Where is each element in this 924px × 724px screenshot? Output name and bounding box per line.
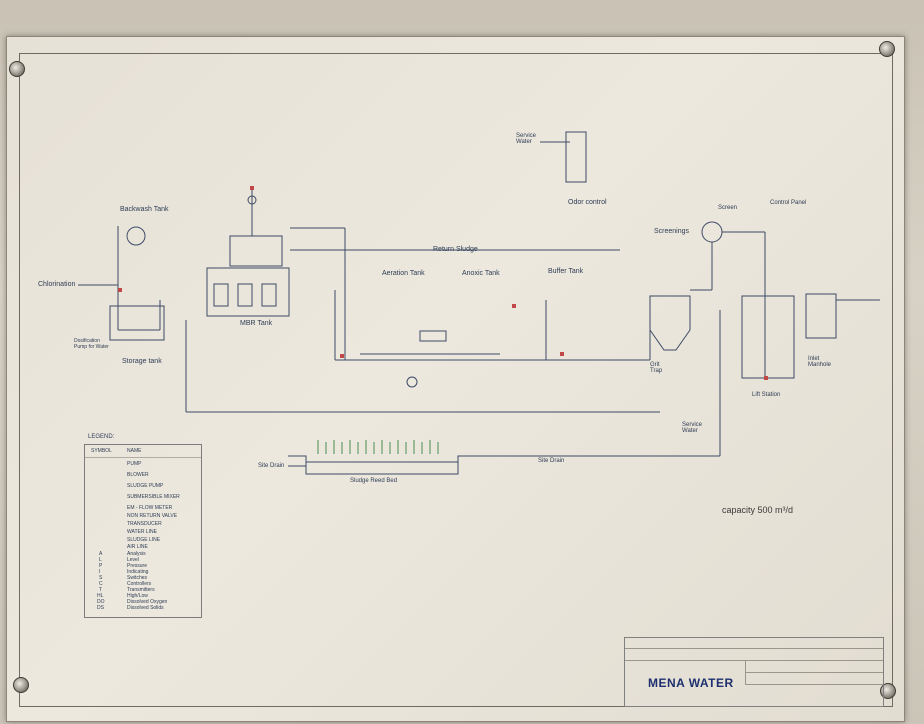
legend-table: SYMBOL NAME PUMP BLOWER SLUDGE PUMP SUBM… [84,444,202,618]
legend-head-name: NAME [127,448,141,454]
legend-item: Dissolved Solids [127,605,164,611]
legend-item: PUMP [127,461,141,467]
buffer-tank-label: Buffer Tank [548,268,583,275]
legend-item: SLUDGE PUMP [127,483,163,489]
legend-code: DS [97,605,104,611]
legend-item: WATER LINE [127,529,157,535]
screen-label: Screen [718,205,737,211]
disinfection-pump-label: Dosification Pump for Water [74,338,114,350]
storage-tank-label: Storage tank [122,358,162,365]
control-panel-label: Control Panel [770,200,806,206]
mena-water-logo: MENA WATER [648,676,734,690]
service-water-top-label: Service Water [516,133,542,145]
return-sludge-label: Return Sludge [433,246,478,253]
aeration-tank-label: Aeration Tank [382,270,425,277]
lift-station-label: Lift Station [752,392,780,398]
legend-item: NON RETURN VALVE [127,513,177,519]
legend-item: BLOWER [127,472,149,478]
odor-control-label: Odor control [568,199,607,206]
sludge-reed-bed-label: Sludge Reed Bed [350,478,397,484]
site-drain-left-label: Site Drain [258,463,284,469]
legend-item: AIR LINE [127,544,148,550]
title-block [624,637,884,707]
legend-item: SLUDGE LINE [127,537,160,543]
legend-title: LEGEND: [88,434,114,440]
site-drain-right-label: Site Drain [538,458,564,464]
capacity-label: capacity 500 m³/d [722,505,793,515]
chlorination-label: Chlorination [38,281,75,288]
service-water-bottom-label: Service Water [682,422,708,434]
mbr-tank-label: MBR Tank [240,320,272,327]
inlet-manhole-label: Inlet Manhole [808,356,842,368]
legend-item: TRANSDUCER [127,521,162,527]
screenings-label: Screenings [654,228,689,235]
legend-item: EM - FLOW METER [127,505,172,511]
anoxic-tank-label: Anoxic Tank [462,270,500,277]
legend-item: SUBMERSIBLE MIXER [127,494,180,500]
grit-trap-label: Grit Trap [650,362,672,374]
legend-head-symbol: SYMBOL [91,448,112,454]
backwash-tank-label: Backwash Tank [120,206,169,213]
